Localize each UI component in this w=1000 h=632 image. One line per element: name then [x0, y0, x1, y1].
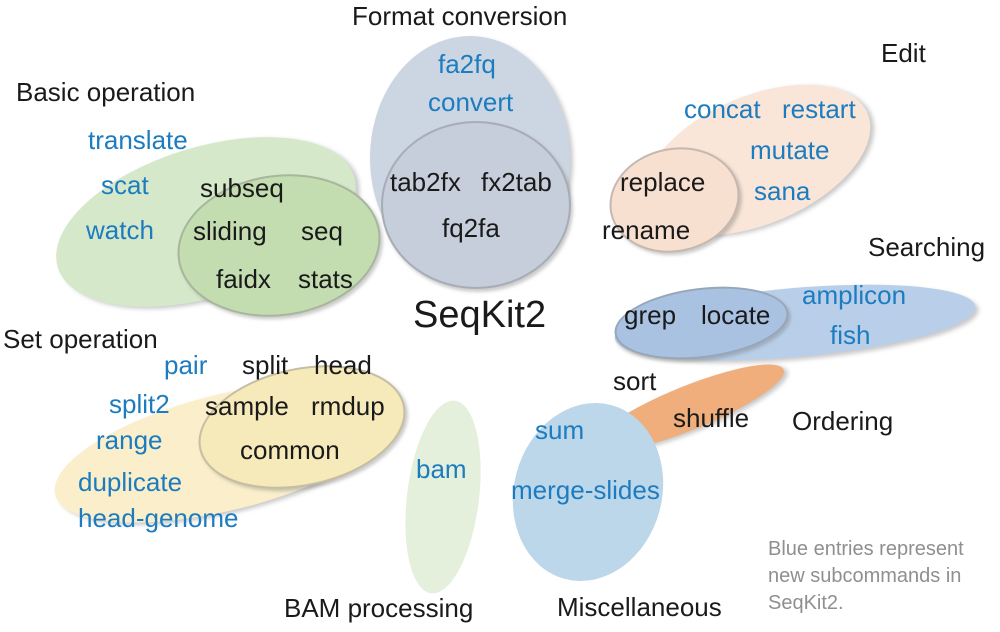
cmd-replace: replace: [620, 167, 706, 197]
format-conversion-inner-ellipse: [381, 121, 571, 289]
cmd-faidx: faidx: [216, 264, 271, 294]
legend-note: Blue entries represent new subcommands i…: [768, 536, 964, 617]
bam-processing-ellipse: [395, 396, 491, 598]
cmd-shuffle: shuffle: [673, 403, 750, 433]
group-label-format-conversion: Format conversion: [352, 1, 568, 31]
cmd-split: split: [242, 350, 289, 380]
cmd-grep: grep: [624, 300, 677, 330]
cmd-fish: fish: [830, 320, 871, 350]
cmd-watch: watch: [86, 215, 154, 245]
cmd-restart: restart: [782, 94, 856, 124]
cmd-subseq: subseq: [200, 173, 284, 203]
diagram-title: SeqKit2: [413, 294, 547, 336]
group-label-edit: Edit: [881, 38, 926, 68]
cmd-concat: concat: [684, 94, 761, 124]
cmd-sliding: sliding: [193, 216, 267, 246]
cmd-translate: translate: [88, 125, 188, 155]
group-label-set-operation: Set operation: [3, 324, 158, 354]
cmd-fx2tab: fx2tab: [481, 167, 552, 197]
cmd-amplicon: amplicon: [802, 280, 907, 310]
group-label-miscellaneous: Miscellaneous: [557, 592, 722, 622]
cmd-head: head: [314, 350, 372, 380]
cmd-rename: rename: [602, 215, 691, 245]
cmd-common: common: [240, 435, 340, 465]
cmd-range: range: [96, 425, 163, 455]
group-label-basic-operation: Basic operation: [16, 77, 196, 107]
group-label-bam-processing: BAM processing: [284, 593, 474, 623]
group-label-ordering: Ordering: [792, 406, 894, 436]
cmd-mutate: mutate: [750, 135, 830, 165]
cmd-fq2fa: fq2fa: [442, 213, 500, 243]
legend-note-line-2: new subcommands in: [768, 565, 962, 587]
cmd-sample: sample: [205, 391, 289, 421]
cmd-scat: scat: [101, 170, 149, 200]
legend-note-line-3: SeqKit2.: [768, 592, 844, 614]
cmd-sum: sum: [535, 415, 585, 445]
cmd-stats: stats: [298, 264, 353, 294]
cmd-bam: bam: [416, 454, 467, 484]
cmd-rmdup: rmdup: [311, 391, 385, 421]
group-label-searching: Searching: [868, 232, 986, 262]
cmd-sort: sort: [613, 366, 657, 396]
cmd-merge-slides: merge-slides: [511, 475, 660, 505]
cmd-convert: convert: [428, 87, 514, 117]
cmd-fa2fq: fa2fq: [438, 49, 496, 79]
cmd-duplicate: duplicate: [78, 467, 183, 497]
cmd-pair: pair: [164, 350, 208, 380]
cmd-head-genome: head-genome: [78, 503, 239, 533]
cmd-sana: sana: [754, 176, 811, 206]
legend-note-line-1: Blue entries represent: [768, 538, 964, 560]
cmd-locate: locate: [701, 300, 771, 330]
cmd-split2: split2: [109, 389, 170, 419]
cmd-seq: seq: [301, 216, 343, 246]
cmd-tab2fx: tab2fx: [390, 167, 461, 197]
